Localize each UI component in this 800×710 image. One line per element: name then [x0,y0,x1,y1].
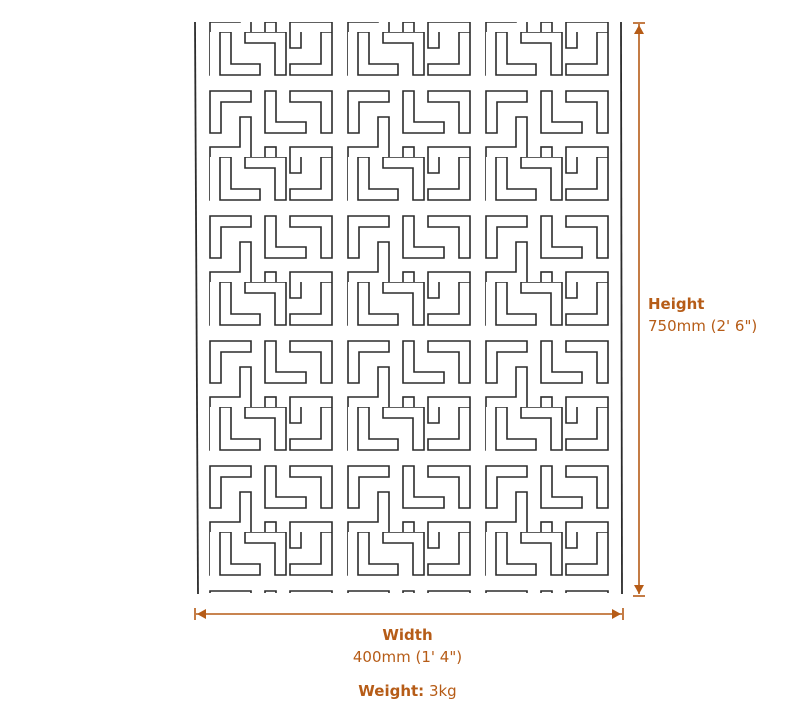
height-title: Height [648,295,705,313]
height-value: 750mm (2' 6") [648,317,758,335]
height-dimension-arrow [633,22,645,597]
weight-title: Weight: [358,682,425,700]
weight-annotation: Weight: 3kg [0,680,800,702]
maze-cutout-pattern [196,22,622,593]
panel-left-edge [194,21,199,595]
panel-right-edge [620,21,623,595]
width-dimension-arrow [194,608,624,620]
weight-value: 3kg [424,682,457,700]
height-annotation: Height 750mm (2' 6") [648,293,757,337]
width-title: Width [382,626,433,644]
width-value: 400mm (1' 4") [352,648,463,666]
width-annotation: Width 400mm (1' 4") [0,624,800,668]
